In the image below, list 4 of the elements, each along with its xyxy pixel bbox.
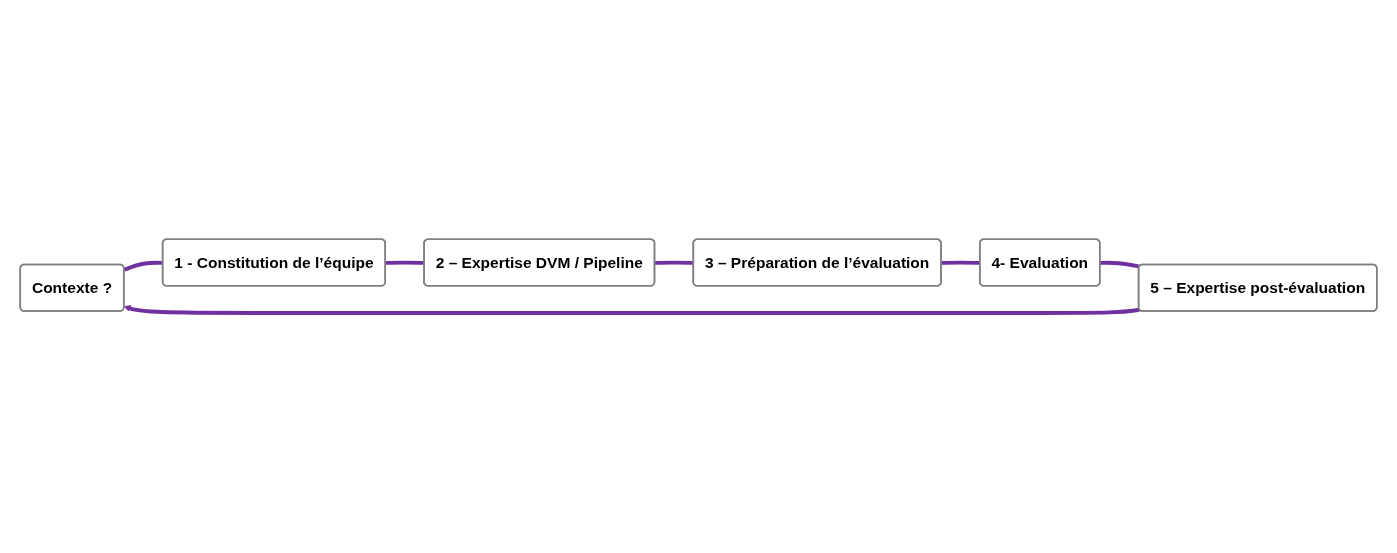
connector xyxy=(654,261,694,266)
arrow xyxy=(123,305,1140,316)
connector xyxy=(385,261,425,266)
connector xyxy=(1100,261,1140,269)
